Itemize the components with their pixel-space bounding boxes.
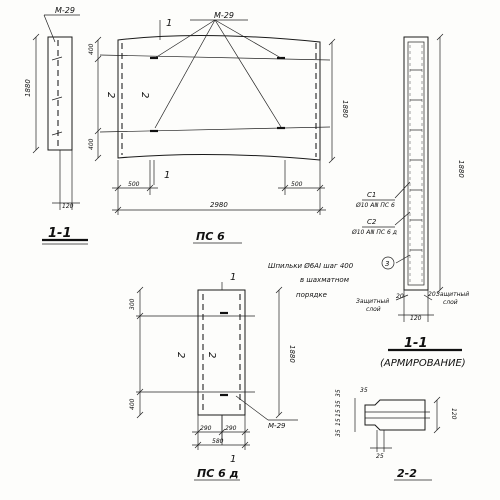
protective-right-2: слой xyxy=(443,299,458,306)
panel-ps6d xyxy=(136,282,298,481)
dim-300: 300 xyxy=(129,298,136,310)
shpilki-note-3: порядке xyxy=(296,291,327,299)
section-mark-top: 1 xyxy=(166,18,172,29)
dim-400-ps6d: 400 xyxy=(129,398,136,410)
label-c1-sub: Ø10 АⅢ ПС 6 xyxy=(355,202,395,209)
protective-right: Защитный xyxy=(436,291,469,298)
dim-1880-panel: 1880 xyxy=(341,100,349,118)
dim-35-a: 35 xyxy=(335,389,342,397)
protective-left-2: слой xyxy=(366,306,381,313)
section-mark-ps6d-bottom: 1 xyxy=(230,454,236,465)
section-mark-ps6d-top: 1 xyxy=(230,272,236,283)
dim-15-b: 15 xyxy=(335,418,342,426)
section-title-1-1-right: 1-1 xyxy=(404,336,428,351)
dim-2980: 2980 xyxy=(210,201,228,209)
reinforcement-title: (АРМИРОВАНИЕ) xyxy=(380,358,466,369)
section-2-2 xyxy=(354,396,441,481)
dim-290-left: 290 xyxy=(200,425,212,432)
mark-2-ps6d-inner: 2 xyxy=(206,352,217,358)
m29-label-ps6d: М-29 xyxy=(268,422,286,430)
label-c1: С1 xyxy=(367,191,376,199)
panel-title-ps6: ПС 6 xyxy=(196,230,225,243)
mark-2-inner: 2 xyxy=(139,92,150,98)
section-outline xyxy=(47,36,73,151)
dim-25: 25 xyxy=(376,453,384,460)
panel-title-ps6d: ПС 6 д xyxy=(197,467,239,480)
section-1-1-reinforcement xyxy=(362,33,462,352)
dim-290-right: 290 xyxy=(225,425,237,432)
shpilki-note-1: Шпильки Ø6АⅠ шаг 400 xyxy=(268,262,354,270)
shpilki-note-2: в шахматном xyxy=(300,276,350,284)
mark-2: 2 xyxy=(105,92,116,98)
dim-1880-ps6d: 1880 xyxy=(288,345,296,363)
label-c2-sub: Ø10 АⅢ ПС 6 д xyxy=(351,229,397,236)
section-1-1-left xyxy=(32,14,88,245)
circle-3: 3 xyxy=(385,260,389,268)
dim-1880-reinf: 1880 xyxy=(457,160,465,178)
cover-right: 20 xyxy=(428,291,436,298)
mark-2-ps6d: 2 xyxy=(175,352,186,358)
dim-120: 120 xyxy=(62,203,74,210)
dim-400-top: 400 xyxy=(88,43,95,55)
m29-label: М-29 xyxy=(55,6,75,15)
panel-ps6 xyxy=(94,19,336,244)
dim-1880: 1880 xyxy=(24,79,32,97)
dim-500-right: 500 xyxy=(291,181,303,188)
section-title-1-1: 1-1 xyxy=(48,226,72,241)
section-title-2-2: 2-2 xyxy=(397,467,417,480)
protective-left: Защитный xyxy=(356,298,389,305)
dim-15-a: 15 xyxy=(335,409,342,417)
cover-left: 20 xyxy=(396,293,404,300)
label-c2: С2 xyxy=(367,218,377,226)
m29-label-panel: М-29 xyxy=(214,11,234,20)
dim-580: 580 xyxy=(212,438,224,445)
dim-35-c: 35 xyxy=(335,429,342,437)
dim-400-bottom: 400 xyxy=(88,138,95,150)
section-mark-bottom: 1 xyxy=(164,170,170,181)
dim-35-d: 35 xyxy=(360,387,368,394)
dim-120-reinf: 120 xyxy=(410,315,422,322)
dim-500-left: 500 xyxy=(128,181,140,188)
dim-120-2-2: 120 xyxy=(450,408,457,420)
dim-35-b: 35 xyxy=(335,400,342,408)
